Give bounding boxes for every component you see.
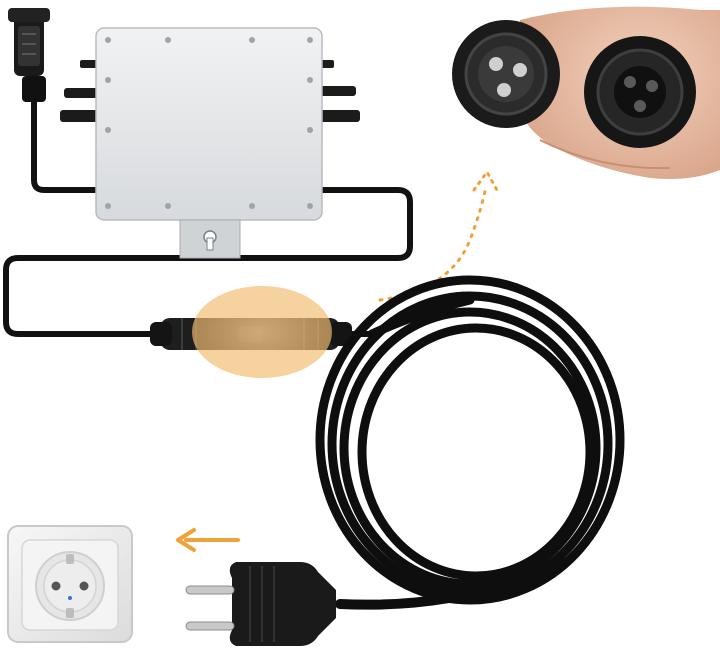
dc-connector-icon (8, 8, 50, 102)
arrow-left-icon (176, 528, 240, 552)
power-cable-coil (315, 275, 625, 610)
wall-socket-icon (7, 525, 133, 643)
schuko-plug-icon (185, 562, 336, 646)
connector-closeup-photo (452, 6, 720, 179)
coupler-highlight (192, 286, 332, 378)
dotted-arrow-icon (378, 170, 500, 302)
micro-inverter (60, 27, 360, 259)
